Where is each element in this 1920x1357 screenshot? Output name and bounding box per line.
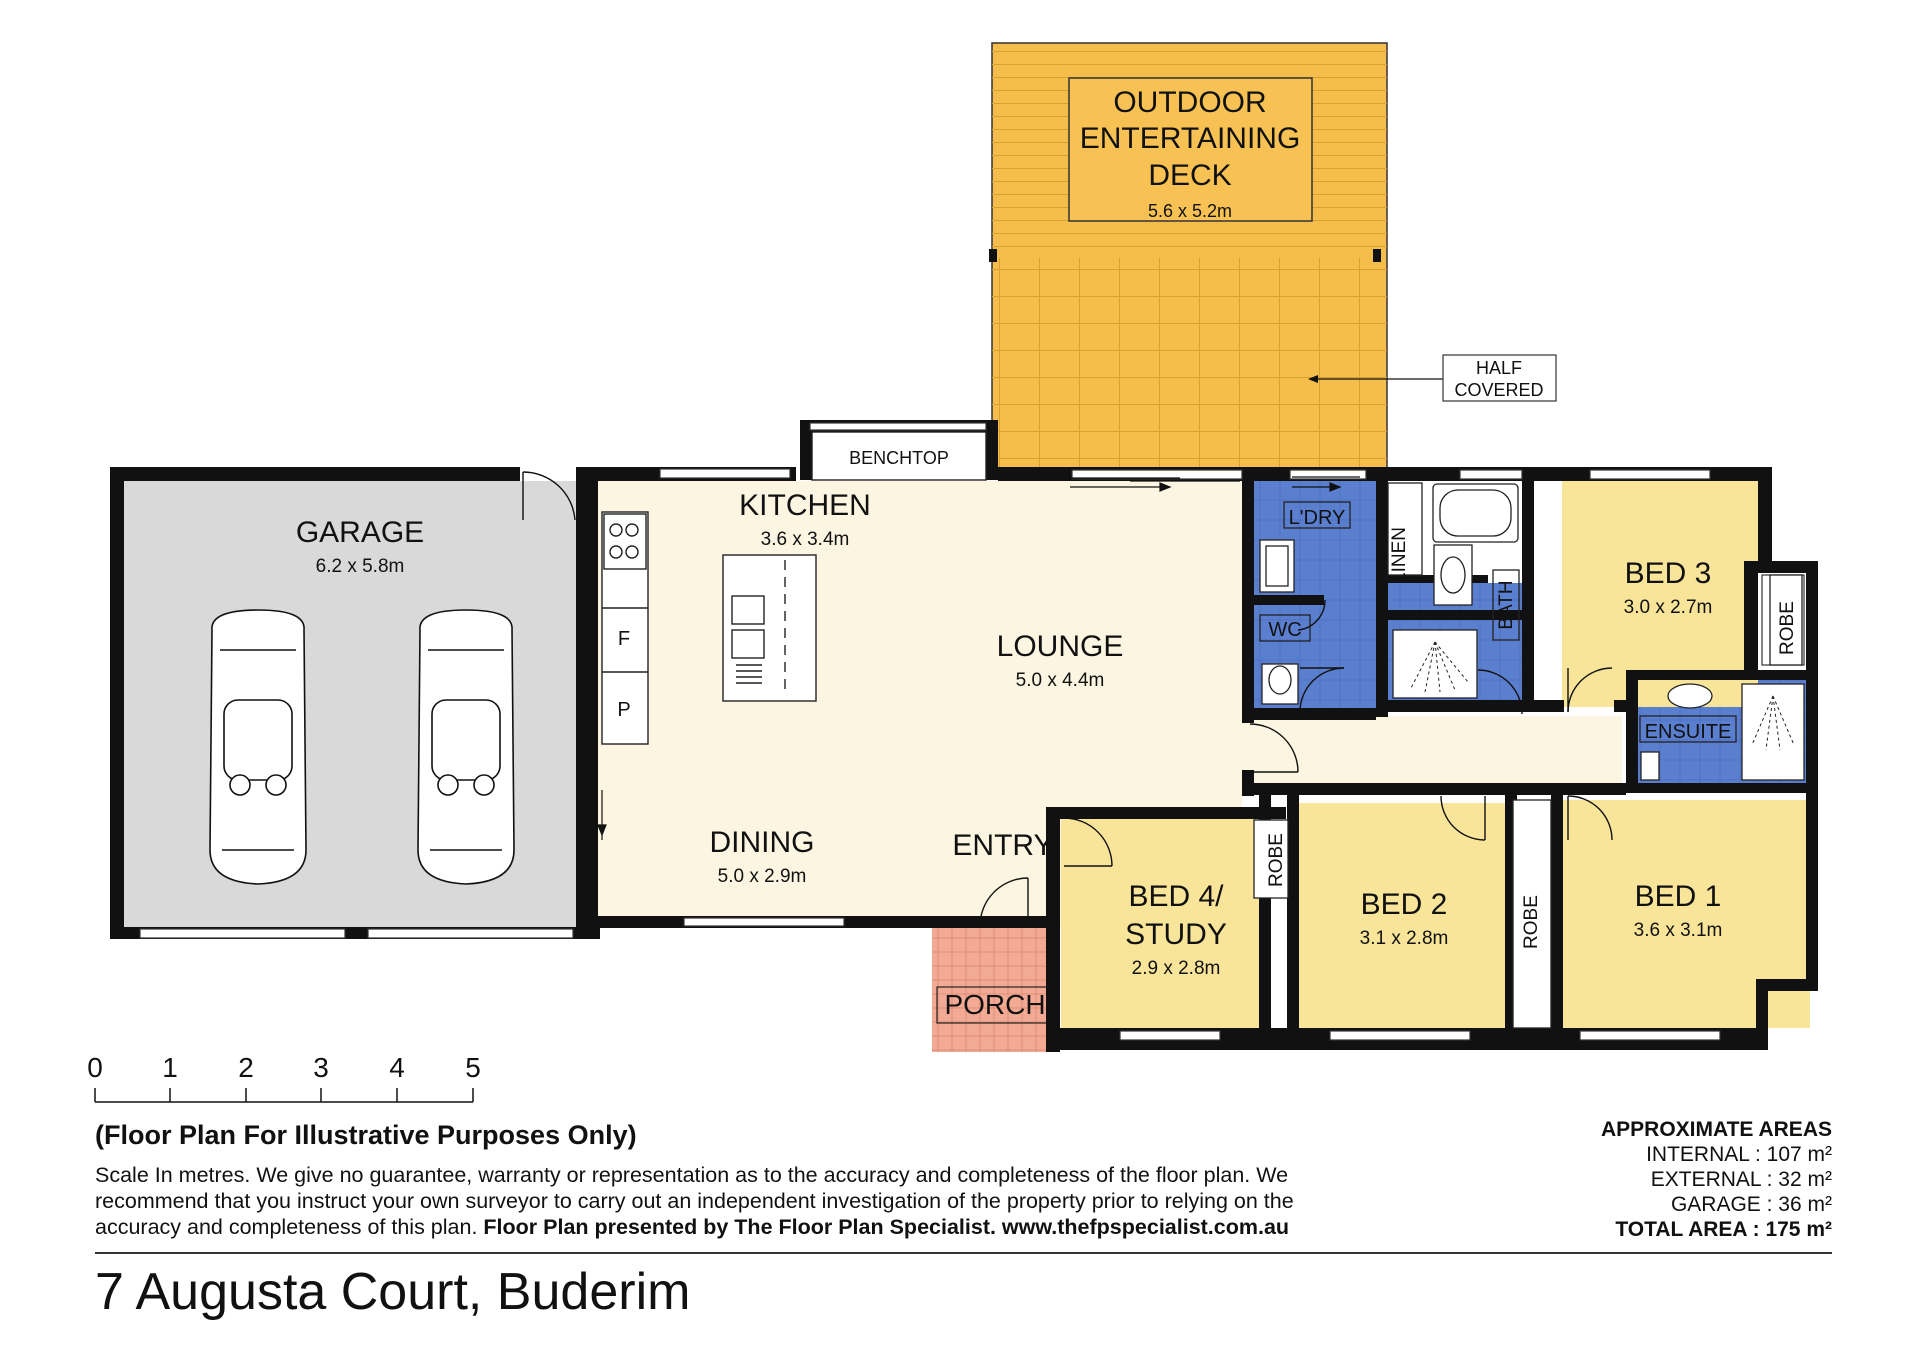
disclaimer-title: (Floor Plan For Illustrative Purposes On… [95, 1120, 637, 1150]
bed2-size: 3.1 x 2.8m [1360, 928, 1449, 949]
lounge-size: 5.0 x 4.4m [1016, 670, 1105, 691]
bathroom-fixtures [1253, 482, 1805, 1029]
half-covered-callout: HALF COVERED [1308, 354, 1557, 402]
dining-size: 5.0 x 2.9m [718, 866, 807, 887]
scale-tick-2: 2 [238, 1052, 254, 1083]
deck-name-line-2: ENTERTAINING [1080, 122, 1301, 155]
bath-label: BATH [1496, 580, 1517, 629]
kitchen-label: KITCHEN [739, 489, 871, 522]
bed4-label-line-2: STUDY [1125, 918, 1227, 951]
kitchen-size: 3.6 x 3.4m [761, 529, 850, 550]
garage-label: GARAGE [296, 516, 424, 549]
bed1-size: 3.6 x 3.1m [1634, 920, 1723, 941]
scale-tick-1: 1 [162, 1052, 178, 1083]
porch-label: PORCH [944, 989, 1045, 1020]
car-right [417, 609, 515, 885]
bed3-size: 3.0 x 2.7m [1624, 597, 1713, 618]
porch: PORCH [932, 928, 1056, 1052]
area-garage: GARAGE : 36 m² [1670, 1193, 1832, 1216]
lounge-label: LOUNGE [997, 630, 1124, 663]
garage-size: 6.2 x 5.8m [316, 556, 405, 577]
bed4-label-line-1: BED 4/ [1128, 880, 1224, 913]
linen-label: LINEN [1389, 527, 1410, 583]
bed3-floor [1562, 481, 1758, 707]
deck-name-line-1: OUTDOOR [1113, 86, 1266, 119]
deck-size: 5.6 x 5.2m [1148, 201, 1232, 221]
deck-name-line-3: DECK [1148, 159, 1231, 192]
benchtop-label: BENCHTOP [849, 448, 949, 468]
pantry-label: P [617, 699, 630, 721]
bed4-size: 2.9 x 2.8m [1132, 958, 1221, 979]
outdoor-deck: OUTDOOR ENTERTAINING DECK 5.6 x 5.2m [989, 42, 1388, 474]
scale-tick-3: 3 [313, 1052, 329, 1083]
fridge-label: F [618, 628, 630, 650]
hallway-floor [1242, 716, 1622, 788]
disclaimer-body: Scale In metres. We give no guarantee, w… [95, 1163, 1294, 1239]
bed1-label: BED 1 [1635, 880, 1722, 913]
area-internal: INTERNAL : 107 m² [1646, 1143, 1832, 1166]
approximate-areas: APPROXIMATE AREAS INTERNAL : 107 m² EXTE… [1532, 1117, 1832, 1242]
divider-rule [95, 1252, 1832, 1254]
deck-label-box [1068, 77, 1313, 222]
entry-label: ENTRY [952, 829, 1053, 862]
scale-bar: 0 1 2 3 4 5 [87, 1052, 481, 1103]
bed1-floor [1563, 800, 1810, 1028]
half-covered-line-1: HALF [1476, 358, 1522, 378]
area-external: EXTERNAL : 32 m² [1650, 1168, 1832, 1191]
bed2-floor [1299, 803, 1505, 1028]
bed3-label: BED 3 [1625, 557, 1712, 590]
shower-heads [1409, 641, 1795, 751]
bed4-floor [1061, 817, 1259, 1028]
bed2-robe-label: ROBE [1521, 895, 1542, 949]
kitchen-fixtures [601, 431, 987, 745]
sliding-doors [596, 476, 1360, 840]
cars [209, 609, 515, 885]
disclaimer-credit: Floor Plan presented by The Floor Plan S… [483, 1215, 1290, 1239]
half-covered-line-2: COVERED [1454, 380, 1543, 400]
area-total: TOTAL AREA : 175 m² [1615, 1218, 1832, 1241]
disclaimer: Scale In metres. We give no guarantee, w… [95, 1162, 1385, 1240]
dining-label: DINING [710, 826, 815, 859]
ensuite-label: ENSUITE [1645, 721, 1732, 743]
bed2-label: BED 2 [1361, 888, 1448, 921]
wet-room-label-boxes [1259, 501, 1737, 743]
door-swings [522, 471, 1613, 927]
wc-label: WC [1268, 619, 1301, 641]
scale-tick-5: 5 [465, 1052, 481, 1083]
property-address: 7 Augusta Court, Buderim [95, 1263, 691, 1321]
laundry-label: L'DRY [1289, 507, 1346, 529]
areas-heading: APPROXIMATE AREAS [1600, 1118, 1832, 1141]
scale-tick-0: 0 [87, 1052, 103, 1083]
bed3-robe-label: ROBE [1777, 601, 1798, 655]
scale-tick-4: 4 [389, 1052, 405, 1083]
car-left [209, 609, 307, 885]
bed4-robe-label: ROBE [1266, 833, 1287, 887]
